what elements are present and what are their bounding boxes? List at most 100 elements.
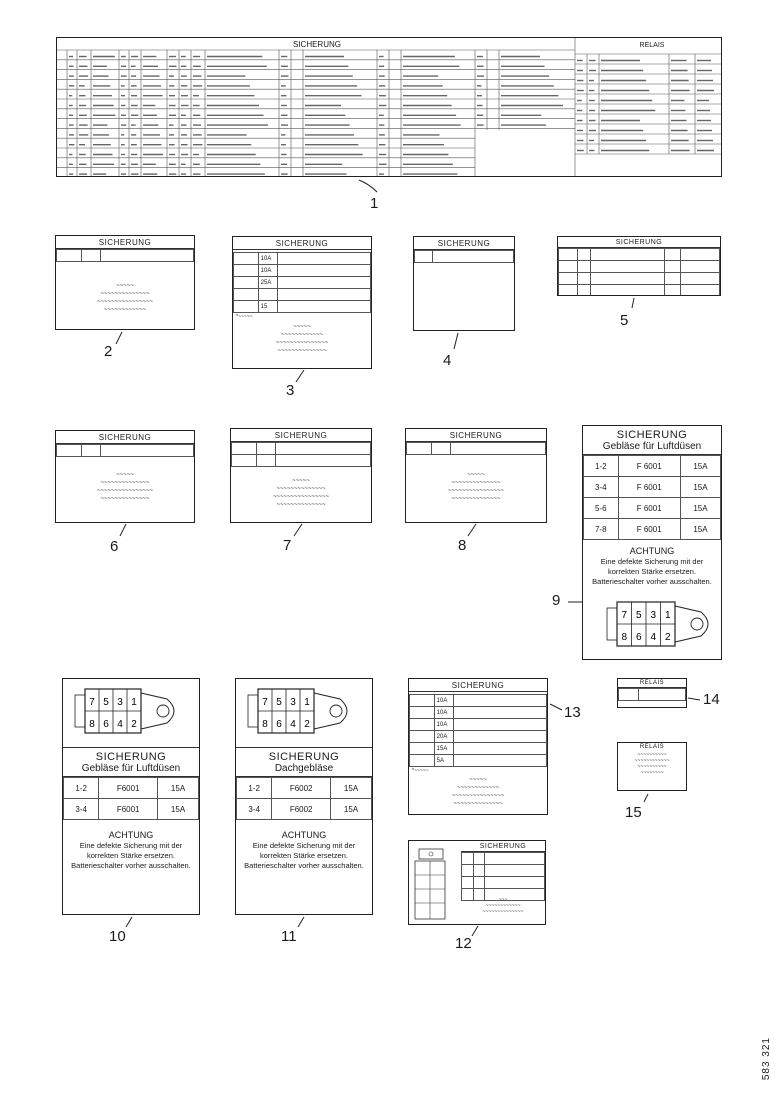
fuse-pos-cell: 1-2 [583,455,619,477]
leader-1 [358,179,378,193]
fuse-amp-cell: 20A [433,730,454,743]
callout-6: 6 [110,538,119,555]
label-4-title: SICHERUNG [414,237,514,250]
label-11-subtitle: Dachgebläse [236,763,372,777]
label-7-title: SICHERUNG [231,429,371,442]
fuse-pos-cell: 7-8 [583,518,619,540]
table-row: 10A [409,718,547,731]
fuse-desc-cell [452,718,547,731]
label-12-note: ~~~~~~~~~~~~~~~~~~~~~~~~~~~~~ [482,897,524,915]
fuse-part-cell: F 6001 [617,455,681,477]
fuse-amp-cell: 15A [679,476,721,498]
table-row: 20A [409,730,547,743]
leader-3 [295,369,305,383]
label-13-title: SICHERUNG [409,679,547,692]
fuse-slot-number: 6 [636,632,642,643]
label-5-title: SICHERUNG [558,237,720,248]
fuse-desc-cell [276,300,371,313]
fuse-position-cell [409,730,435,743]
fuse-slot-number: 7 [621,610,627,621]
label-9-warning-text: Eine defekte Sicherung mit der korrekten… [592,557,712,586]
label-1-grid [57,38,721,176]
fuse-amp-cell: 10A [433,694,454,707]
fuse-desc-cell [452,730,547,743]
fuse-slot-number: 3 [290,697,296,708]
table-row: 10A [233,264,371,277]
label-6: SICHERUNG ~~~~~~~~~~~~~~~~~~~~~~~~~~~~~~… [55,430,195,523]
label-12-title: SICHERUNG [461,841,545,852]
fuse-slot-number: 8 [262,719,268,730]
label-8: SICHERUNG ~~~~~~~~~~~~~~~~~~~~~~~~~~~~~~… [405,428,547,523]
table-row: 15 [233,300,371,313]
mounting-hole-icon [156,704,170,718]
fuse-slot-number: 8 [89,719,95,730]
fuse-position-cell [409,754,435,767]
fuse-slot-number: 7 [89,697,95,708]
fuse-part-cell: F6001 [98,798,159,820]
fuse-amp-cell: 15A [433,742,454,755]
leader-14 [687,697,701,701]
fuse-slot-number: 4 [117,719,123,730]
fuse-block-clip [74,694,86,728]
label-10-subtitle: Gebläse für Luftdüsen [63,763,199,777]
label-11-title: SICHERUNG [236,747,372,763]
callout-15: 15 [625,804,642,821]
fuse-slot-number: 3 [117,697,123,708]
table-row: 10A [233,252,371,265]
fuse-amp-cell: 15A [330,777,372,799]
fuse-slot-number: 2 [131,719,137,730]
label-1: SICHERUNG RELAIS [56,37,722,177]
label-1-relay-title: RELAIS [639,42,665,49]
fuse-position-cell [233,288,259,301]
label-12: SICHERUNG ~~~~~~~~~~~~~~~~~~~~~~~~~~~~~ [408,840,546,925]
fuse-desc-cell [452,742,547,755]
label-14-table [618,688,686,701]
fuse-position-cell [409,694,435,707]
leader-4 [453,332,459,350]
table-row: 10A [409,694,547,707]
fuse-amp-cell: 15A [679,518,721,540]
label-12-fuse-block [414,848,446,920]
label-4-table [414,250,514,263]
leader-8 [467,523,477,537]
label-6-title: SICHERUNG [56,431,194,444]
fuse-block-bracket [313,692,348,730]
fuse-slot-number: 1 [131,697,137,708]
leader-12 [471,925,479,937]
label-10-warning-title: ACHTUNG [108,830,154,840]
callout-1: 1 [370,195,379,212]
label-12-table [461,852,545,901]
mounting-hole-icon [329,704,343,718]
fuse-pos-cell: 1-2 [236,777,273,799]
table-row: 5A [409,754,547,767]
fuse-position-cell [233,264,259,277]
fuse-part-cell: F6002 [271,777,332,799]
fuse-amp-cell: 10A [257,252,278,265]
fuse-pos-cell: 3-4 [583,476,619,498]
leader-15 [643,793,649,803]
label-1-title: SICHERUNG [292,40,341,49]
fuse-part-cell: F 6001 [617,518,681,540]
table-row: 25A [233,276,371,289]
label-2-table [56,249,194,262]
callout-10: 10 [109,928,126,945]
fuse-part-cell: F6002 [271,798,332,820]
fuse-part-cell: F6001 [98,777,159,799]
fuse-amp-cell: 15A [330,798,372,820]
fuse-part-cell: F 6001 [617,476,681,498]
fuse-slot-number: 2 [665,632,671,643]
label-6-note: ~~~~~~~~~~~~~~~~~~~~~~~~~~~~~~~~~~~~~~~~… [96,472,154,502]
fuse-amp-cell: 10A [257,264,278,277]
fuse-slot-number: 1 [304,697,310,708]
mounting-hole-icon [690,617,704,631]
